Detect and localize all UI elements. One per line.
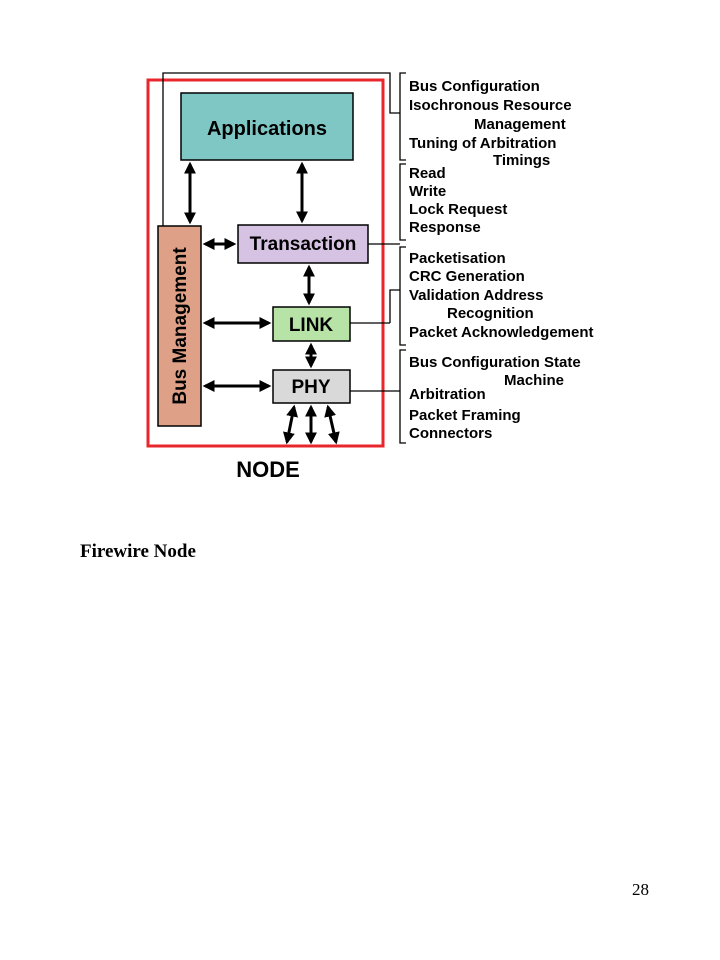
bus-management-connector (162, 72, 400, 226)
bracket-phy (399, 349, 406, 444)
bracket-link (399, 246, 406, 346)
phy-function: Connectors (409, 425, 492, 442)
arrow-phy-port-left (282, 404, 299, 445)
transaction-function: Write (409, 183, 446, 200)
bus-management-function: Bus Configuration (409, 78, 540, 95)
link-connector-up (389, 289, 400, 323)
phy-function: Packet Framing (409, 407, 521, 424)
transaction-label: Transaction (250, 234, 357, 255)
page-number: 28 (632, 880, 649, 899)
bus-management-function: Timings (493, 152, 550, 169)
bus-management-label: Bus Management (170, 247, 191, 405)
applications-label: Applications (207, 118, 327, 140)
phy-label: PHY (291, 377, 330, 398)
phy-function: Arbitration (409, 386, 486, 403)
figure-caption: Firewire Node (80, 541, 196, 562)
link-block (272, 306, 351, 342)
bus-management-block (157, 225, 202, 427)
phy-function: Bus Configuration State (409, 354, 581, 371)
link-function: Recognition (447, 305, 534, 322)
phy-function: Machine (504, 372, 564, 389)
link-function: Packet Acknowledgement (409, 324, 594, 341)
bus-management-function: Isochronous Resource (409, 97, 572, 114)
bus-management-function: Management (474, 116, 566, 133)
node-boundary (146, 78, 385, 448)
link-function: Packetisation (409, 250, 506, 267)
firewire-node-diagram: Applications Transaction LINK PHY Bus Ma… (146, 72, 594, 482)
link-function: Validation Address (409, 287, 543, 304)
link-label: LINK (289, 315, 334, 336)
link-function: CRC Generation (409, 268, 525, 285)
bracket-bus-management (399, 72, 406, 161)
bracket-transaction (399, 163, 406, 241)
node-label: NODE (236, 457, 300, 482)
applications-block (180, 92, 354, 161)
arrow-phy-port-right (324, 404, 340, 445)
transaction-function: Read (409, 165, 446, 182)
bus-management-function: Tuning of Arbitration (409, 135, 556, 152)
transaction-function: Lock Request (409, 201, 507, 218)
transaction-function: Response (409, 219, 481, 236)
phy-block (272, 369, 351, 404)
